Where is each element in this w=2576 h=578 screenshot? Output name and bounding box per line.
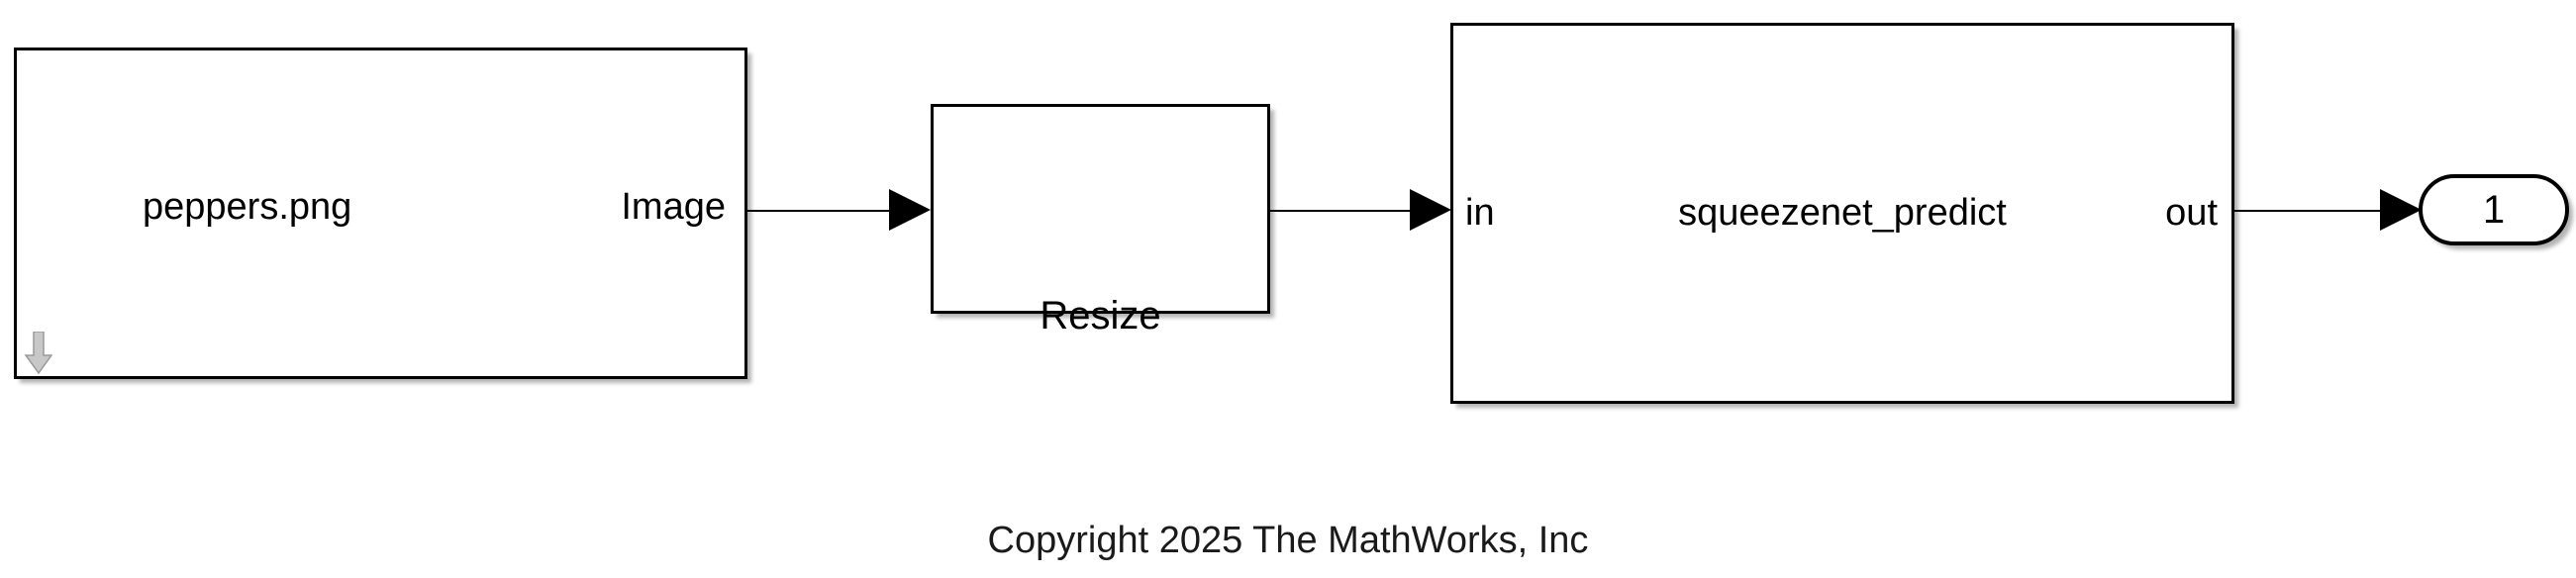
arrowhead-icon-outport-in bbox=[2380, 189, 2422, 231]
squeezenet-in-port-label: in bbox=[1465, 192, 1495, 234]
resize-block[interactable]: Resize bbox=[931, 104, 1270, 336]
outport-1-label: 1 bbox=[2482, 187, 2506, 232]
signal-image-to-resize[interactable] bbox=[747, 210, 892, 212]
outport-1[interactable]: 1 bbox=[2419, 174, 2569, 245]
squeezenet-predict-block[interactable]: in squeezenet_predict out bbox=[1450, 23, 2234, 404]
arrowhead-icon-resize-in bbox=[889, 189, 931, 231]
image-from-file-block[interactable]: peppers.png Image bbox=[14, 48, 747, 379]
squeezenet-block-title: squeezenet_predict bbox=[1678, 192, 2007, 234]
signal-squeezenet-to-outport[interactable] bbox=[2234, 210, 2385, 212]
copyright-text: Copyright 2025 The MathWorks, Inc bbox=[987, 520, 1589, 561]
down-arrow-icon[interactable] bbox=[24, 331, 53, 380]
resize-block-title: Resize bbox=[1040, 294, 1161, 337]
image-source-file-label: peppers.png bbox=[143, 186, 352, 228]
squeezenet-out-port-label: out bbox=[2165, 192, 2218, 234]
image-source-out-port-label: Image bbox=[621, 186, 726, 228]
copyright-annotation: Copyright 2025 The MathWorks, Inc bbox=[0, 522, 2576, 559]
signal-resize-to-squeezenet[interactable] bbox=[1270, 210, 1414, 212]
arrowhead-icon-squeezenet-in bbox=[1410, 189, 1451, 231]
